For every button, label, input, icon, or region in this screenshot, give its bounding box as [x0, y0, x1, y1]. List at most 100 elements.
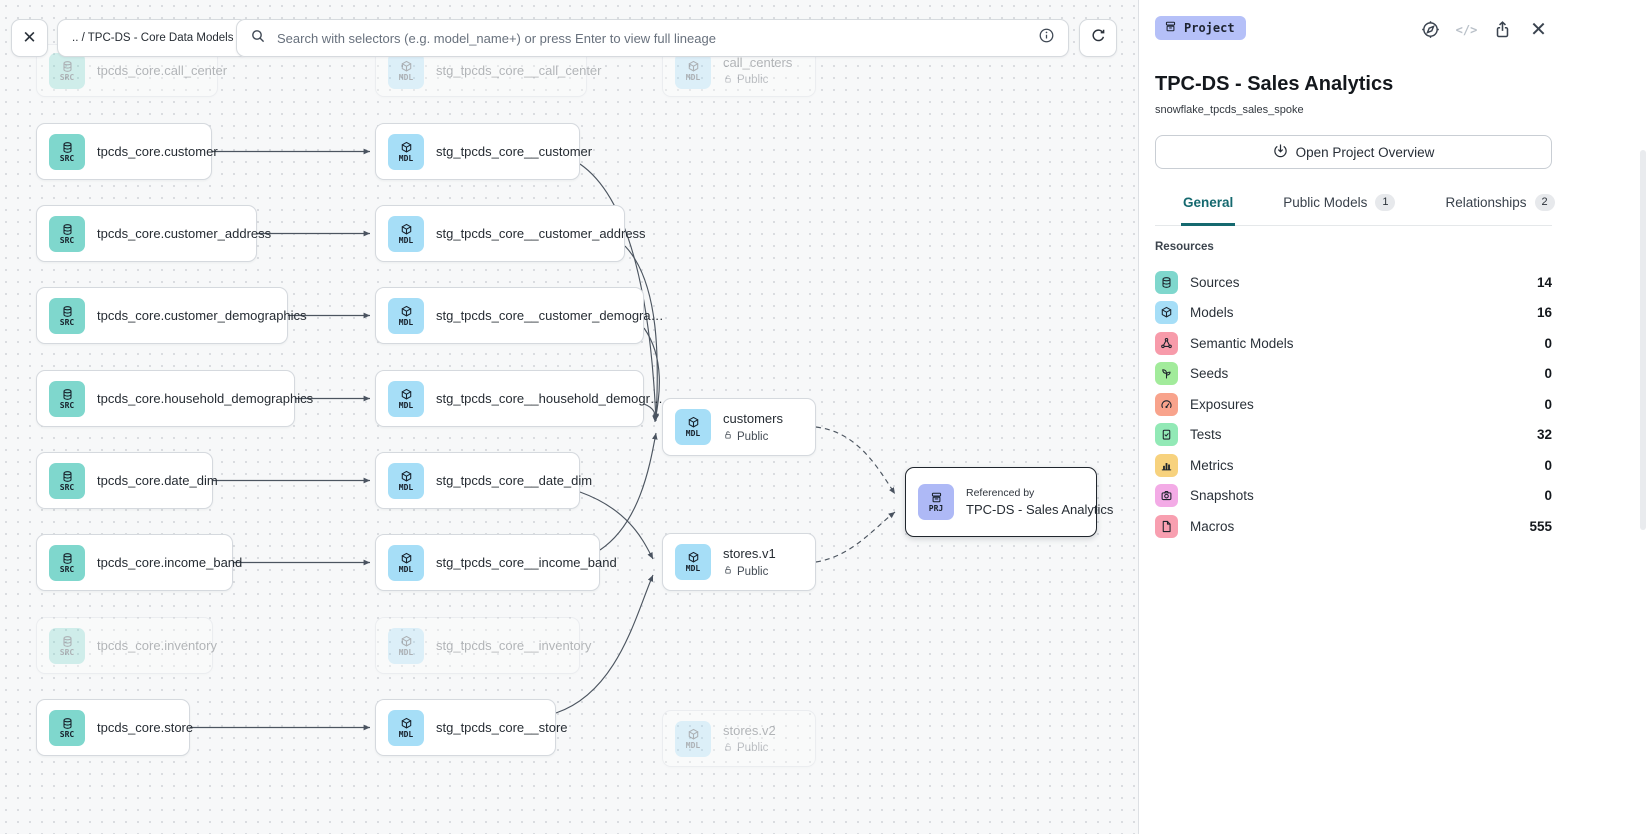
node-label: tpcds_core.income_band	[97, 555, 243, 570]
close-icon: ✕	[22, 28, 37, 47]
lineage-edge	[555, 574, 654, 714]
breadcrumb[interactable]: .. / TPC-DS - Core Data Models	[57, 19, 249, 57]
node-label: tpcds_core.customer_address	[97, 226, 272, 241]
node-label: call_centers	[723, 54, 793, 70]
lineage-edge	[579, 163, 659, 422]
refresh-icon	[1090, 27, 1107, 49]
node-label: tpcds_core.date_dim	[97, 473, 218, 488]
cube-icon: MDL	[675, 52, 711, 89]
file-icon	[1155, 514, 1178, 538]
database-icon	[1155, 270, 1178, 294]
resource-label: Models	[1190, 305, 1234, 321]
unlock-icon	[723, 742, 733, 755]
search-input[interactable]	[275, 29, 1029, 47]
close-panel-icon[interactable]: ✕	[1530, 19, 1547, 41]
close-lineage-button[interactable]: ✕	[11, 19, 48, 57]
node-label: stg_tpcds_core__household_demogr…	[436, 391, 663, 406]
lineage-edge	[643, 327, 660, 422]
database-icon: SRC	[49, 627, 85, 664]
cube-icon: MDL	[388, 52, 424, 89]
lineage-search[interactable]	[236, 19, 1069, 57]
database-icon: SRC	[49, 709, 85, 746]
node-access-label: Public	[723, 74, 792, 87]
graph-node-tpcds-core.store[interactable]: SRC tpcds_core.store	[36, 699, 194, 756]
archive-icon: PRJ	[918, 484, 954, 520]
database-icon: SRC	[49, 52, 85, 89]
tab-general[interactable]: General	[1181, 190, 1236, 227]
overview-target-icon	[1273, 143, 1288, 161]
lineage-edge	[579, 491, 654, 560]
clipboard-icon	[1155, 423, 1178, 447]
resource-count: 14	[1536, 274, 1552, 290]
graph-node-tpcds-core.customer-address[interactable]: SRC tpcds_core.customer_address	[36, 205, 271, 262]
info-icon[interactable]	[1038, 27, 1055, 49]
cube-icon: MDL	[388, 297, 424, 334]
node-label: tpcds_core.customer	[97, 144, 218, 159]
resource-label: Semantic Models	[1190, 335, 1294, 351]
resource-label: Metrics	[1190, 457, 1234, 473]
node-label: stg_tpcds_core__income_band	[436, 555, 617, 570]
cube-icon: MDL	[388, 215, 424, 252]
unlock-icon	[723, 565, 733, 578]
share-icon[interactable]	[1492, 19, 1513, 40]
graph-node-tpcds-core.date-dim[interactable]: SRC tpcds_core.date_dim	[36, 452, 218, 509]
node-label: tpcds_core.call_center	[97, 63, 228, 78]
search-icon	[250, 28, 266, 49]
refresh-lineage-button[interactable]	[1079, 19, 1117, 57]
resource-count: 0	[1544, 366, 1552, 382]
resource-label: Macros	[1190, 518, 1235, 534]
lineage-edge	[643, 403, 658, 423]
graph-node-stg-tpcds-core-household-demogr[interactable]: MDL stg_tpcds_core__household_demogr…	[375, 370, 663, 427]
node-label: stg_tpcds_core__date_dim	[436, 473, 593, 488]
database-icon: SRC	[49, 215, 85, 252]
code-icon[interactable]: </>	[1455, 22, 1478, 37]
open-project-overview-button[interactable]: Open Project Overview	[1155, 135, 1552, 169]
database-icon: SRC	[49, 380, 85, 417]
resource-row-sources[interactable]: Sources 14	[1155, 267, 1552, 298]
unlock-icon	[723, 74, 733, 87]
tab-count-badge: 1	[1375, 194, 1396, 212]
gauge-icon	[1155, 392, 1178, 416]
cube-icon: MDL	[388, 380, 424, 417]
cube-icon: MDL	[388, 627, 424, 664]
panel-scrollbar[interactable]	[1640, 150, 1646, 530]
node-label: stg_tpcds_core__customer_demogra…	[436, 308, 664, 323]
cube-icon: MDL	[675, 409, 711, 445]
explore-lineage-icon[interactable]	[1420, 19, 1441, 40]
node-label: stg_tpcds_core__call_center	[436, 63, 602, 78]
database-icon: SRC	[49, 462, 85, 499]
node-label: tpcds_core.store	[97, 720, 194, 735]
graph-node-stg-tpcds-core-customer-demogra[interactable]: MDL stg_tpcds_core__customer_demogra…	[375, 287, 664, 344]
resource-label: Sources	[1190, 274, 1240, 290]
seedling-icon	[1155, 362, 1178, 386]
project-type-badge: Project	[1155, 16, 1246, 40]
cube-icon: MDL	[675, 720, 711, 757]
